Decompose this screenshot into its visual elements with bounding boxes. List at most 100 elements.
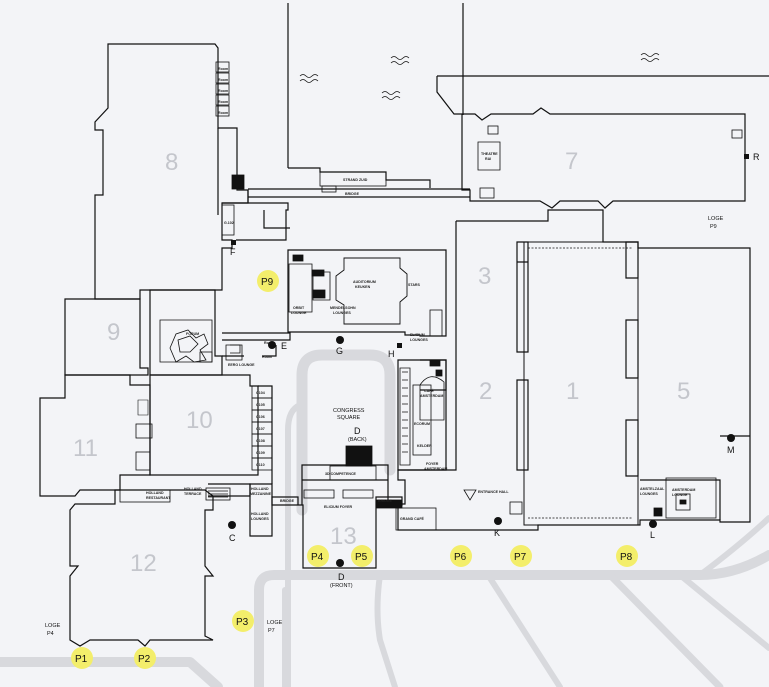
- parking-p4[interactable]: P4: [307, 545, 329, 567]
- entrance-f[interactable]: F: [230, 240, 236, 257]
- entrance-e[interactable]: E: [268, 341, 287, 351]
- room-label: 3D COMPETENCE: [325, 472, 357, 476]
- entrance-r[interactable]: R: [744, 152, 760, 162]
- parking-p7[interactable]: P7: [510, 545, 532, 567]
- room-label: GRAND CAFÉ: [400, 516, 425, 521]
- svg-text:L: L: [650, 530, 655, 540]
- loge-label: LOGE: [45, 623, 61, 629]
- parking-p9[interactable]: P9: [257, 270, 279, 292]
- room-label: G110: [256, 463, 265, 467]
- svg-text:C: C: [229, 533, 236, 543]
- svg-text:P9: P9: [261, 277, 274, 288]
- room-label: AMSTERDAM: [424, 467, 447, 471]
- water-wave-icon: [640, 53, 660, 62]
- room-label: LOUNGES: [333, 311, 351, 315]
- room-label: CAFÉ: [424, 388, 434, 393]
- entrance-d-back-sub: (BACK): [348, 437, 367, 443]
- svg-text:R: R: [753, 152, 760, 162]
- parking-p2[interactable]: P2: [134, 647, 156, 669]
- room-label: STRAND ZUID: [343, 178, 368, 182]
- mezzanine-rooms: [251, 385, 273, 471]
- hall8-rooms: [215, 61, 230, 117]
- room-labels: THEATRE RAI STRAND ZUID BRIDGE AUDITORIU…: [146, 67, 695, 521]
- room-label: LOUNGES: [410, 338, 428, 342]
- room-label: STARS: [408, 283, 421, 287]
- room-label: BRIDGE: [378, 499, 393, 503]
- room-label: HOLLAND: [251, 512, 269, 516]
- room-label: AMSTERDAM: [672, 488, 695, 492]
- parking-p5[interactable]: P5: [351, 545, 373, 567]
- svg-text:M: M: [727, 445, 735, 455]
- room-label: LOUNGES: [251, 517, 269, 521]
- room-label: HOLLAND: [146, 491, 164, 495]
- area-labels: LOGE P9 LOGE P4 LOGE P7 CONGRESS SQUARE …: [45, 216, 724, 637]
- hall-numbers: 8 7 3 9 10 11 2 1 5 13 12: [73, 148, 690, 577]
- room-label: LOUNGE: [291, 311, 307, 315]
- loge-label: P7: [268, 628, 275, 634]
- entrance-g[interactable]: G: [336, 336, 344, 356]
- entrance-d-back-label: D: [354, 426, 361, 436]
- room-label: EERO LOUNGE: [228, 363, 255, 367]
- room-label: BRIDGE: [345, 192, 360, 196]
- svg-text:P8: P8: [620, 552, 633, 563]
- room-label: ORBIT: [293, 306, 305, 310]
- svg-text:P6: P6: [454, 552, 467, 563]
- svg-text:P5: P5: [355, 552, 368, 563]
- room-label: Room: [218, 111, 228, 115]
- hall-number: 13: [330, 523, 357, 550]
- entrance-d[interactable]: [336, 559, 344, 567]
- svg-text:P2: P2: [138, 654, 151, 665]
- room-label: TERRACE: [184, 492, 202, 496]
- room-label: HOLLAND: [251, 487, 269, 491]
- room-label: RESTAURANT: [146, 496, 171, 500]
- entrance-k[interactable]: K: [494, 517, 502, 538]
- room-label: HOLLAND: [184, 487, 202, 491]
- parking-p8[interactable]: P8: [616, 545, 638, 567]
- room-label: Room: [262, 355, 272, 359]
- entrance-h[interactable]: H: [388, 343, 402, 359]
- entrance-markers: E F G H C K L M: [228, 152, 760, 567]
- room-label: G106: [256, 415, 265, 419]
- svg-text:K: K: [494, 528, 500, 538]
- svg-text:H: H: [388, 349, 395, 359]
- svg-text:P1: P1: [75, 654, 88, 665]
- svg-text:G: G: [336, 346, 343, 356]
- room-label: RAI: [485, 157, 491, 161]
- entrance-l[interactable]: L: [649, 520, 657, 540]
- room-label: AMSTERDAM: [420, 394, 443, 398]
- room-label: THEATRE: [481, 152, 498, 156]
- parking-markers: P1 P2 P3 P4 P5 P6 P7 P8: [71, 270, 638, 669]
- entrance-m[interactable]: M: [727, 434, 735, 455]
- loge-label: P9: [710, 224, 717, 230]
- room-label: G104: [256, 391, 265, 395]
- room-label: ELICIUM FOYER: [324, 505, 353, 509]
- room-label: MEZZANINE: [250, 492, 272, 496]
- parking-p1[interactable]: P1: [71, 647, 93, 669]
- room-label: ENTRANCE HALL: [478, 490, 509, 494]
- room-label: Room: [218, 78, 228, 82]
- loge-label: LOGE: [708, 216, 724, 222]
- room-label: G109: [256, 451, 265, 455]
- parking-p3[interactable]: P3: [232, 610, 254, 632]
- water-wave-icon: [390, 56, 410, 65]
- room-label: KELDER: [417, 444, 432, 448]
- entrance-d-front-label: D: [338, 572, 345, 582]
- forum-room: [169, 329, 209, 363]
- hall-number: 1: [566, 378, 579, 405]
- room-label: FOYER: [426, 462, 439, 466]
- hall-number: 3: [478, 263, 491, 290]
- room-label: BRIDGE: [280, 499, 295, 503]
- room-label: KEUKEN: [355, 285, 371, 289]
- room-label: FORUM: [186, 332, 199, 336]
- hall-number: 10: [186, 407, 213, 434]
- svg-text:P3: P3: [236, 617, 249, 628]
- entrance-c[interactable]: C: [228, 521, 236, 543]
- room-label: Room: [218, 67, 228, 71]
- svg-text:P7: P7: [514, 552, 527, 563]
- congress-square-label: CONGRESS: [333, 408, 365, 414]
- room-label: ECORUM: [414, 422, 430, 426]
- room-label: LOUNGE: [672, 493, 688, 497]
- parking-p6[interactable]: P6: [450, 545, 472, 567]
- inner-structures: [119, 61, 743, 531]
